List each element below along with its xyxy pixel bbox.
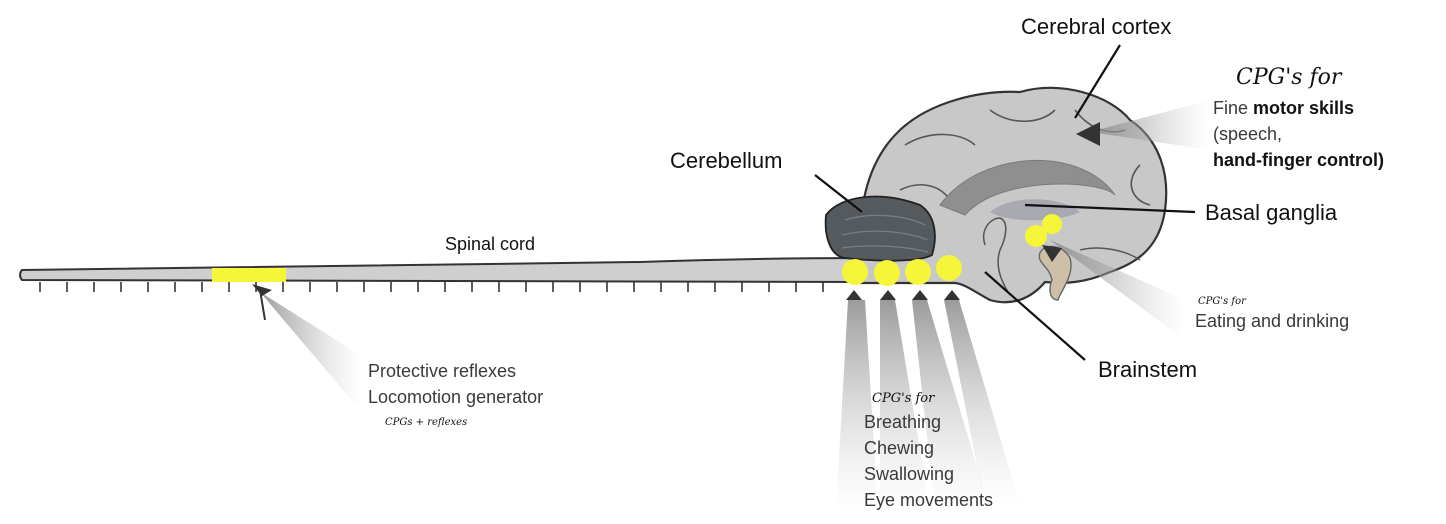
spinal-function-line2: Locomotion generator xyxy=(368,387,543,407)
function-beams xyxy=(260,100,1210,510)
nerve-roots xyxy=(39,282,824,292)
cerebellum-label: Cerebellum xyxy=(670,148,783,173)
spinal-cpg-marker xyxy=(212,268,286,282)
brainstem-function-line3: Swallowing xyxy=(864,464,954,484)
handwritten-brainstem-note: CPG's for xyxy=(872,391,935,406)
brain xyxy=(858,86,1168,304)
handwritten-spinal-note: CPGs + reflexes xyxy=(385,417,467,428)
cortex-function-line2: (speech, xyxy=(1213,124,1282,144)
spinal-cord-label: Spinal cord xyxy=(445,234,535,254)
brainstem-function-line1: Breathing xyxy=(864,412,941,432)
spinal-cord xyxy=(19,256,861,292)
handwritten-eating-note: CPG's for xyxy=(1198,296,1247,307)
brainstem-cpg-marker xyxy=(874,260,900,286)
cerebellum xyxy=(824,195,936,262)
brainstem-cpg-marker xyxy=(936,255,962,281)
basal-ganglia-cpg-marker xyxy=(1025,225,1047,247)
brainstem-function-line2: Chewing xyxy=(864,438,934,458)
arrows xyxy=(252,122,1100,321)
brainstem-function-line4: Eye movements xyxy=(864,490,993,510)
brainstem-cpg-marker xyxy=(842,259,868,285)
cpg-markers xyxy=(212,214,1062,286)
cerebral-cortex-label: Cerebral cortex xyxy=(1021,14,1171,39)
brainstem-label: Brainstem xyxy=(1098,357,1197,382)
basal-ganglia-label: Basal ganglia xyxy=(1205,200,1338,225)
leader-lines xyxy=(814,44,1196,361)
cortex-function-line1: Fine motor skills xyxy=(1213,98,1354,118)
brainstem-cpg-marker xyxy=(905,259,931,285)
eating-function: Eating and drinking xyxy=(1195,311,1349,331)
basal-ganglia-cpg-marker xyxy=(1042,214,1062,234)
handwritten-cortex-note: CPG's for xyxy=(1236,65,1343,90)
cortex-function-line3: hand-finger control) xyxy=(1213,150,1384,170)
spinal-function-line1: Protective reflexes xyxy=(368,361,516,381)
